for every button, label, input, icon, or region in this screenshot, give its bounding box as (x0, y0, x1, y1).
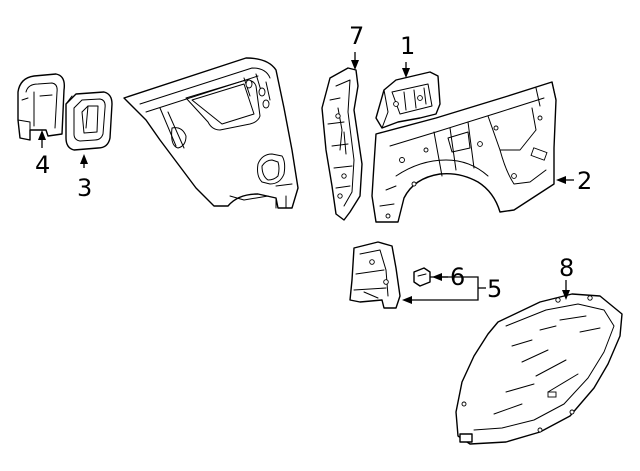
pillar-panel (321, 67, 363, 221)
upper-pillar-reinforcement (375, 71, 441, 129)
bracket-fastener (413, 267, 431, 287)
wheelhouse-liner (455, 293, 623, 445)
callout-8: 8 (559, 254, 574, 282)
fuel-filler-housing (65, 91, 113, 151)
callout-2: 2 (577, 167, 592, 195)
body-side-context (123, 57, 299, 209)
lower-bracket-group (349, 241, 401, 309)
callout-labels: 1 2 3 4 5 6 7 8 (35, 22, 592, 303)
callout-7: 7 (349, 22, 364, 50)
callout-3: 3 (77, 174, 92, 202)
callout-5: 5 (487, 275, 502, 303)
inner-quarter-panel (371, 81, 557, 223)
callout-6: 6 (450, 263, 465, 291)
fuel-filler-bracket (17, 73, 66, 141)
callout-4: 4 (35, 151, 50, 179)
callout-1: 1 (400, 32, 415, 60)
leader-lines (38, 52, 574, 304)
